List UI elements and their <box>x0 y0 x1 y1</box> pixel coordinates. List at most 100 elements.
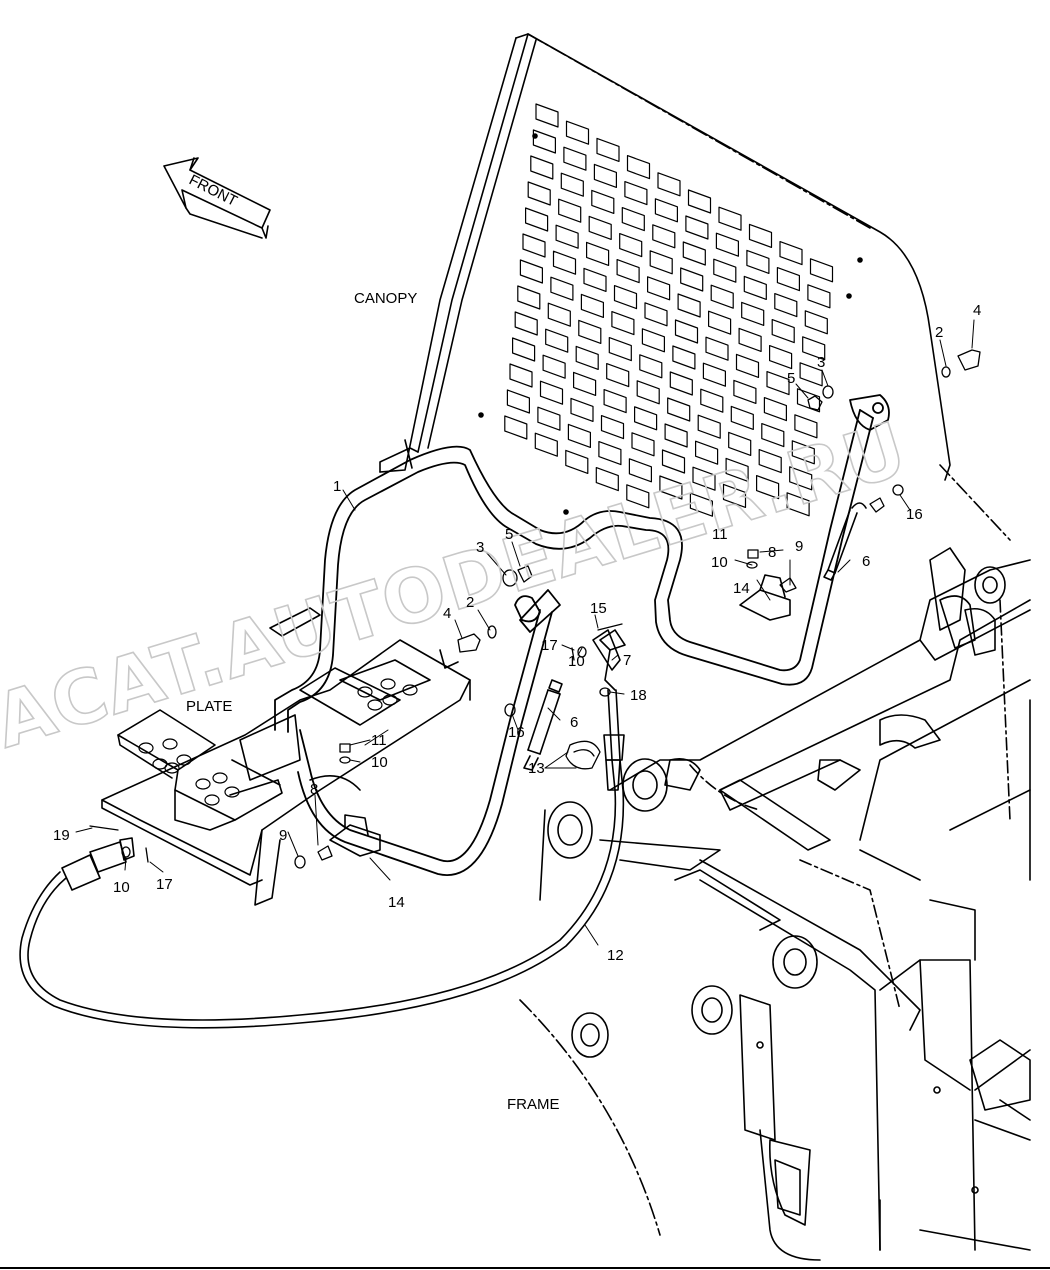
screen-slot <box>527 181 551 206</box>
screen-slot <box>791 440 815 465</box>
screen-slot <box>802 336 826 361</box>
screen-slot <box>583 267 607 292</box>
screen-slot <box>758 449 782 474</box>
screen-slot <box>672 345 696 370</box>
screen-slot <box>641 328 665 353</box>
screen-slot <box>738 327 762 352</box>
screen-slot <box>657 172 681 197</box>
callout-5: 5 <box>787 370 795 387</box>
screen-slot <box>680 267 704 292</box>
callout-13: 13 <box>528 760 545 777</box>
screen-slot <box>613 285 638 310</box>
screen-slot <box>588 215 612 240</box>
screen-slot <box>710 284 734 309</box>
screen-slot <box>547 302 571 327</box>
callout-17: 17 <box>541 637 558 654</box>
callout-8: 8 <box>310 781 318 798</box>
callout-16: 16 <box>906 506 923 523</box>
screen-slot <box>769 345 793 370</box>
machine-frame <box>519 547 1031 1261</box>
screen-slot <box>794 414 818 439</box>
screen-slot <box>545 328 569 353</box>
callout-4: 4 <box>973 302 981 319</box>
callout-3: 3 <box>817 354 825 371</box>
screen-slot <box>578 319 602 344</box>
screen-slot <box>621 207 645 232</box>
screen-slot <box>667 397 691 422</box>
screen-slot <box>730 405 754 430</box>
screen-slot <box>608 337 632 362</box>
screen-slot <box>512 337 536 362</box>
callout-1: 1 <box>333 478 341 495</box>
screen-slot <box>713 258 737 283</box>
screen-slot <box>537 406 561 431</box>
screen-slot <box>550 276 574 301</box>
screen-slot <box>626 484 650 509</box>
screen-slot <box>789 466 813 491</box>
screen-slot <box>616 259 640 284</box>
screen-slot <box>682 241 706 266</box>
screen-slot <box>595 467 619 492</box>
floor-plate <box>101 607 471 906</box>
screen-slot <box>685 215 709 240</box>
control-cable <box>19 629 626 1029</box>
hinge-bracket-left <box>309 774 381 857</box>
hardware-fasteners <box>89 349 981 869</box>
screen-slot <box>776 267 800 292</box>
screen-slot <box>766 371 790 396</box>
callout-8: 8 <box>768 544 776 561</box>
screen-slot <box>796 388 821 413</box>
screen-slot <box>517 285 541 310</box>
screen-slot <box>525 207 549 232</box>
screen-slot <box>702 362 726 387</box>
screen-slot <box>786 492 810 517</box>
screen-slot <box>624 181 648 206</box>
screen-slot <box>573 371 597 396</box>
plate-label: PLATE <box>186 698 232 715</box>
screen-slot <box>519 259 543 284</box>
callout-15: 15 <box>590 600 607 617</box>
screen-slot <box>586 241 610 266</box>
screen-slot <box>715 232 739 257</box>
screen-slot <box>652 224 676 249</box>
screen-slot <box>771 319 795 344</box>
screen-slot <box>575 345 599 370</box>
screen-slot <box>687 189 712 214</box>
gas-strut-right <box>823 502 867 581</box>
callout-6: 6 <box>862 553 870 570</box>
screen-slot <box>567 423 591 448</box>
screen-slot <box>728 431 752 456</box>
screen-slot <box>722 483 747 508</box>
canopy-label: CANOPY <box>354 290 417 307</box>
screen-slot <box>634 406 658 431</box>
screen-slot <box>631 432 655 457</box>
screen-slot <box>606 363 630 388</box>
callout-18: 18 <box>630 687 647 704</box>
screen-slot <box>636 380 660 405</box>
screen-slot <box>659 475 683 500</box>
screen-slot <box>628 458 652 483</box>
screen-slot <box>743 275 767 300</box>
screen-slot <box>565 449 589 474</box>
screen-slot <box>733 379 757 404</box>
screen-slot <box>725 457 749 482</box>
callout-9: 9 <box>279 827 287 844</box>
screen-slot <box>756 475 780 500</box>
callout-2: 2 <box>466 594 474 611</box>
callout-14: 14 <box>733 580 750 597</box>
screen-slot <box>639 354 663 379</box>
screen-slot <box>807 284 831 309</box>
screen-slot <box>692 466 716 491</box>
callout-11: 11 <box>712 526 728 543</box>
callout-17: 17 <box>156 876 173 893</box>
screen-slot <box>661 449 686 474</box>
screen-slot <box>619 233 643 258</box>
callout-6: 6 <box>570 714 578 731</box>
screen-slot <box>695 440 719 465</box>
screen-slot <box>669 371 693 396</box>
callout-10: 10 <box>568 653 585 670</box>
screen-slot <box>779 241 803 266</box>
screen-slot <box>535 103 559 128</box>
screen-slot <box>700 388 724 413</box>
